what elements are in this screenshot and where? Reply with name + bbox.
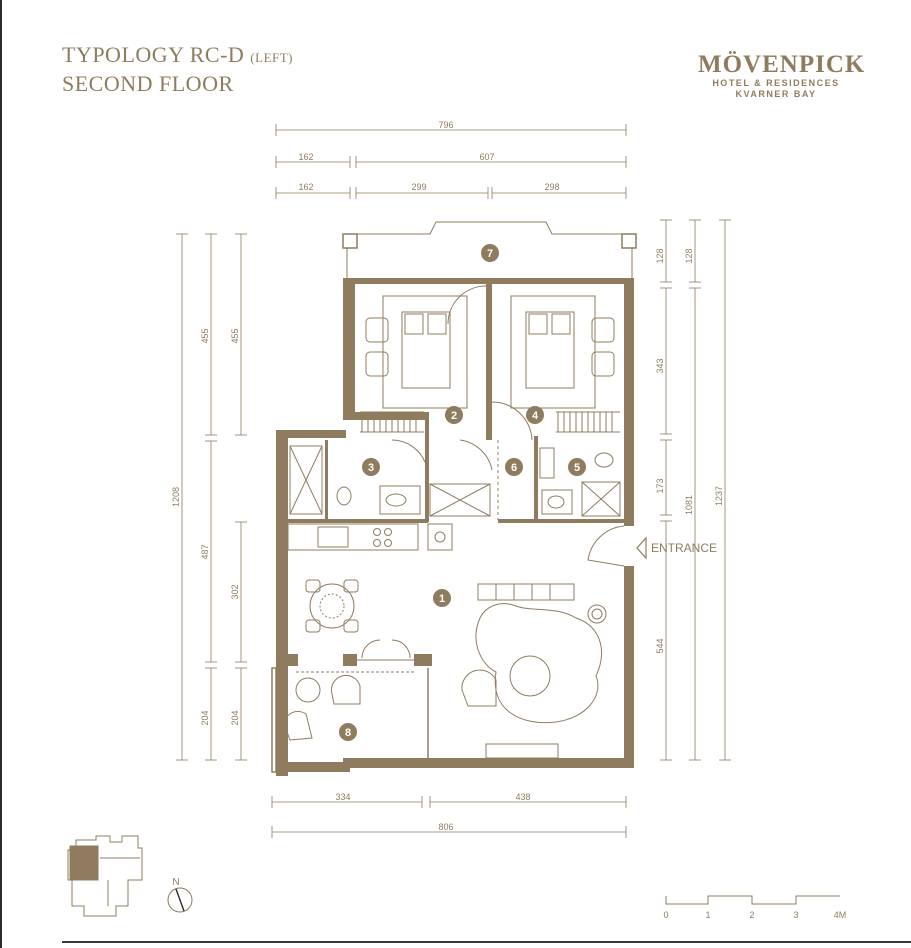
scale-tick-0: 0 — [663, 910, 668, 920]
scale-tick-2: 2 — [749, 910, 754, 920]
scale-tick-1: 1 — [705, 910, 710, 920]
dim-top-mid-right: 607 — [479, 152, 494, 162]
sofa — [475, 603, 602, 724]
entrance-label: ENTRANCE — [651, 541, 717, 555]
room-label-5: 5 — [574, 462, 580, 474]
armchair — [461, 669, 497, 707]
coffee-table — [509, 655, 551, 697]
north-arrow: N — [167, 877, 193, 913]
dim-right-mid-top: 128 — [684, 248, 694, 263]
dim-left-inner-mid: 302 — [230, 584, 240, 599]
dim-right-outer: 1237 — [714, 486, 724, 506]
sink-right — [541, 489, 573, 515]
plan-title-suffix: (LEFT) — [250, 50, 294, 65]
furniture — [283, 281, 625, 759]
brand-logo-line1: HOTEL & RESIDENCES — [712, 78, 840, 88]
dim-right-inner-b: 173 — [655, 478, 665, 493]
dim-left-inner-top: 455 — [230, 328, 240, 343]
kitchen-counter — [287, 523, 419, 551]
dim-left-mid-mid: 487 — [200, 544, 210, 559]
north-label: N — [172, 877, 179, 888]
scale-tick-4m: 4M — [834, 910, 847, 920]
key-plan — [67, 835, 143, 917]
dim-top-low-mid: 299 — [411, 182, 426, 192]
nightstand-right-a — [591, 317, 615, 343]
room-label-1: 1 — [439, 593, 445, 605]
left-dimensions — [176, 233, 247, 761]
dim-top-low-left: 162 — [298, 182, 313, 192]
nightstand-left-b — [365, 351, 389, 377]
dim-left-inner-bottom: 204 — [230, 710, 240, 725]
entrance-marker: ENTRANCE — [636, 536, 717, 560]
balcony-table — [295, 677, 321, 703]
plan-title-main: TYPOLOGY RC-D — [62, 42, 245, 67]
walls — [271, 221, 637, 776]
page-border-left — [0, 0, 2, 948]
nightstand-left-a — [365, 317, 389, 343]
room-label-8: 8 — [345, 727, 351, 739]
room-label-3: 3 — [368, 462, 374, 474]
dim-bottom-total: 806 — [438, 822, 453, 832]
room-badges — [339, 244, 586, 741]
nightstand-right-b — [591, 351, 615, 377]
brand-logo-line2: KVARNER BAY — [735, 89, 817, 99]
page-border-bottom — [62, 941, 911, 943]
dim-left-mid-top: 455 — [200, 328, 210, 343]
compass-icon — [167, 887, 193, 913]
sink-left — [379, 485, 421, 515]
title-block: TYPOLOGY RC-D (LEFT) SECOND FLOOR — [62, 42, 293, 97]
dim-top-mid-left: 162 — [298, 152, 313, 162]
shower-right — [581, 481, 621, 517]
bed-left — [382, 295, 468, 409]
dim-bottom-left: 334 — [335, 792, 350, 802]
plan-title: TYPOLOGY RC-D (LEFT) — [62, 42, 293, 71]
entrance-arrow-icon — [636, 536, 647, 560]
scale-tick-3: 3 — [793, 910, 798, 920]
room-label-4: 4 — [532, 410, 539, 422]
shower-left — [289, 445, 323, 515]
dim-right-mid-main: 1081 — [684, 495, 694, 515]
right-dimensions — [660, 219, 731, 761]
side-table — [587, 604, 607, 624]
plan-subtitle: SECOND FLOOR — [62, 71, 234, 96]
toilet-right — [594, 452, 614, 468]
toilet-left — [336, 486, 352, 506]
brand-logo-name: MÖVENPICK — [698, 51, 866, 78]
dim-left-outer: 1208 — [171, 487, 181, 507]
room-label-2: 2 — [451, 410, 457, 422]
dim-right-inner-top: 128 — [655, 248, 665, 263]
dim-left-mid-bottom: 204 — [200, 710, 210, 725]
dim-right-inner-c: 544 — [655, 638, 665, 653]
bottom-dimensions — [271, 796, 627, 838]
dim-top-total: 796 — [438, 120, 453, 130]
dim-bottom-right: 438 — [515, 792, 530, 802]
key-plan-unit-highlight — [69, 845, 99, 881]
scale-bar — [665, 895, 840, 905]
dim-right-inner-a: 343 — [655, 358, 665, 373]
wardrobe — [429, 483, 491, 517]
tv-unit — [477, 583, 575, 601]
room-label-6: 6 — [511, 462, 517, 474]
top-dimensions — [275, 124, 627, 199]
bed-right — [510, 295, 596, 409]
dim-top-low-right: 298 — [544, 182, 559, 192]
dining-table — [309, 583, 355, 629]
brand-logo: MÖVENPICK HOTEL & RESIDENCES KVARNER BAY — [698, 51, 866, 100]
room-label-7: 7 — [487, 248, 493, 260]
